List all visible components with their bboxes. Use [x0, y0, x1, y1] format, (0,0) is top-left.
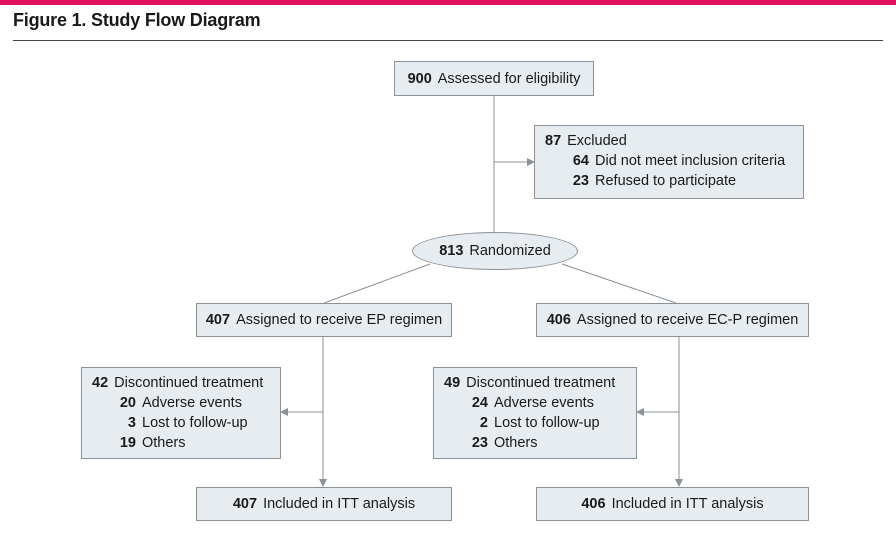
ep-reason-label: Adverse events	[142, 395, 242, 411]
ecp-reason-count: 2	[479, 415, 488, 431]
ecp-assigned-label: Assigned to receive EC-P regimen	[576, 312, 799, 328]
excluded-count: 87	[545, 133, 562, 149]
ecp-analysis-count: 406	[581, 496, 606, 512]
ep-reason-label: Lost to follow-up	[142, 415, 248, 431]
excluded-reason-label: Refused to participate	[595, 173, 737, 189]
excluded-label: Excluded	[567, 133, 627, 149]
ep-discontinued-count: 42	[92, 375, 109, 391]
ep-reason-label: Others	[142, 435, 186, 451]
ep-analysis-count: 407	[232, 496, 258, 512]
ep-analysis-label: Included in ITT analysis	[263, 496, 416, 512]
assessed-label: Assessed for eligibility	[437, 70, 581, 87]
ep-assigned-count: 407	[205, 312, 231, 328]
ecp-assigned-count: 406	[546, 312, 571, 328]
excluded-reason-count: 64	[572, 153, 589, 169]
ep-assigned-box: 407 Assigned to receive EP regimen	[196, 303, 452, 337]
randomized-count: 813	[439, 243, 464, 259]
excluded-reason-count: 23	[572, 173, 589, 189]
ecp-reason-count: 24	[471, 395, 488, 411]
ecp-analysis-box: 406 Included in ITT analysis	[536, 487, 809, 521]
ep-assigned-label: Assigned to receive EP regimen	[236, 312, 443, 328]
ep-discontinued-box: 42 Discontinued treatment 20 Adverse event…	[81, 367, 281, 459]
connector-randomized-to-ecp	[561, 263, 677, 304]
ep-reason-count: 19	[119, 435, 136, 451]
ecp-discontinued-label: Discontinued treatment	[466, 375, 616, 391]
accent-bar	[0, 0, 896, 5]
ecp-assigned-box: 406 Assigned to receive EC-P regimen	[536, 303, 809, 337]
ecp-reason-label: Others	[494, 435, 538, 451]
randomized-label: Randomized	[469, 243, 551, 259]
connector-randomized-to-ep	[323, 263, 431, 304]
ecp-analysis-label: Included in ITT analysis	[611, 496, 764, 512]
title-divider	[13, 40, 883, 41]
ep-discontinued-label: Discontinued treatment	[114, 375, 264, 391]
ecp-discontinued-box: 49 Discontinued treatment 24 Adverse event…	[433, 367, 637, 459]
randomized-node: 813 Randomized	[412, 232, 578, 270]
figure-title: Figure 1. Study Flow Diagram	[13, 10, 261, 30]
ecp-reason-count: 23	[471, 435, 488, 451]
assessed-box: 900 Assessed for eligibility	[394, 61, 594, 96]
excluded-reason-label: Did not meet inclusion criteria	[595, 153, 786, 169]
ep-reason-count: 3	[127, 415, 136, 431]
ecp-reason-label: Adverse events	[494, 395, 594, 411]
ecp-discontinued-count: 49	[444, 375, 461, 391]
ep-reason-count: 20	[119, 395, 136, 411]
excluded-box: 87 Excluded 64 Did not meet inclusion crit…	[534, 125, 804, 199]
ecp-reason-label: Lost to follow-up	[494, 415, 600, 431]
ep-analysis-box: 407 Included in ITT analysis	[196, 487, 452, 521]
assessed-count: 900	[407, 70, 432, 87]
